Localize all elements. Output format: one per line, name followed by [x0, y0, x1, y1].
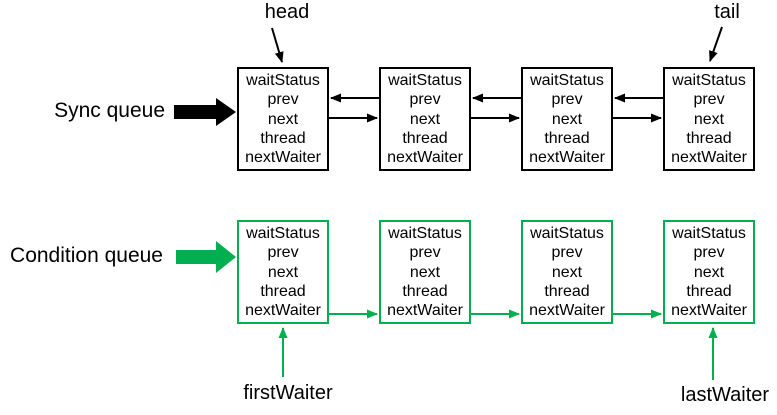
node-field: prev — [409, 244, 441, 262]
head-label: head — [264, 1, 310, 23]
node-field: thread — [402, 282, 448, 300]
node-field: thread — [544, 129, 590, 147]
sync-node-2: waitStatus prev next thread nextWaiter — [379, 67, 471, 171]
node-field: next — [409, 263, 441, 281]
node-field: thread — [402, 129, 448, 147]
node-field: thread — [260, 282, 306, 300]
node-field: thread — [260, 129, 306, 147]
node-field: prev — [551, 91, 583, 109]
node-field: nextWaiter — [387, 302, 463, 319]
condition-node-1: waitStatus prev next thread nextWaiter — [237, 220, 329, 324]
node-field: next — [551, 263, 583, 281]
node-field: waitStatus — [672, 72, 746, 89]
tail-label: tail — [714, 1, 740, 23]
node-field: nextWaiter — [671, 302, 747, 319]
node-field: next — [267, 110, 299, 128]
tail-pointer-arrow — [709, 26, 723, 62]
node-field: next — [693, 110, 725, 128]
condition-queue-label: Condition queue — [10, 244, 163, 267]
sync-node-4: waitStatus prev next thread nextWaiter — [663, 67, 755, 171]
condition-node-2: waitStatus prev next thread nextWaiter — [379, 220, 471, 324]
node-field: thread — [544, 282, 590, 300]
sync-node-1: waitStatus prev next thread nextWaiter — [237, 67, 329, 171]
node-field: waitStatus — [530, 225, 604, 242]
node-field: nextWaiter — [245, 302, 321, 319]
node-field: waitStatus — [246, 225, 320, 242]
node-field: waitStatus — [530, 72, 604, 89]
node-field: nextWaiter — [529, 302, 605, 319]
node-field: waitStatus — [388, 72, 462, 89]
node-field: nextWaiter — [671, 149, 747, 166]
node-field: waitStatus — [388, 225, 462, 242]
node-field: next — [267, 263, 299, 281]
node-field: nextWaiter — [387, 149, 463, 166]
last-waiter-label: lastWaiter — [680, 384, 770, 406]
node-field: prev — [409, 91, 441, 109]
sync-node-3: waitStatus prev next thread nextWaiter — [521, 67, 613, 171]
node-field: next — [409, 110, 441, 128]
node-field: next — [551, 110, 583, 128]
node-field: prev — [267, 91, 299, 109]
node-field: nextWaiter — [245, 149, 321, 166]
node-field: prev — [267, 244, 299, 262]
condition-node-4: waitStatus prev next thread nextWaiter — [663, 220, 755, 324]
node-field: prev — [693, 91, 725, 109]
node-field: thread — [686, 282, 732, 300]
node-field: prev — [693, 244, 725, 262]
node-field: nextWaiter — [529, 149, 605, 166]
sync-queue-label: Sync queue — [54, 99, 165, 122]
node-field: prev — [551, 244, 583, 262]
node-field: waitStatus — [672, 225, 746, 242]
condition-queue-block-arrow — [176, 241, 236, 273]
head-pointer-arrow — [271, 27, 284, 63]
sync-queue-block-arrow — [174, 98, 236, 126]
first-waiter-label: firstWaiter — [243, 382, 333, 404]
node-field: next — [693, 263, 725, 281]
node-field: thread — [686, 129, 732, 147]
node-field: waitStatus — [246, 72, 320, 89]
condition-node-3: waitStatus prev next thread nextWaiter — [521, 220, 613, 324]
